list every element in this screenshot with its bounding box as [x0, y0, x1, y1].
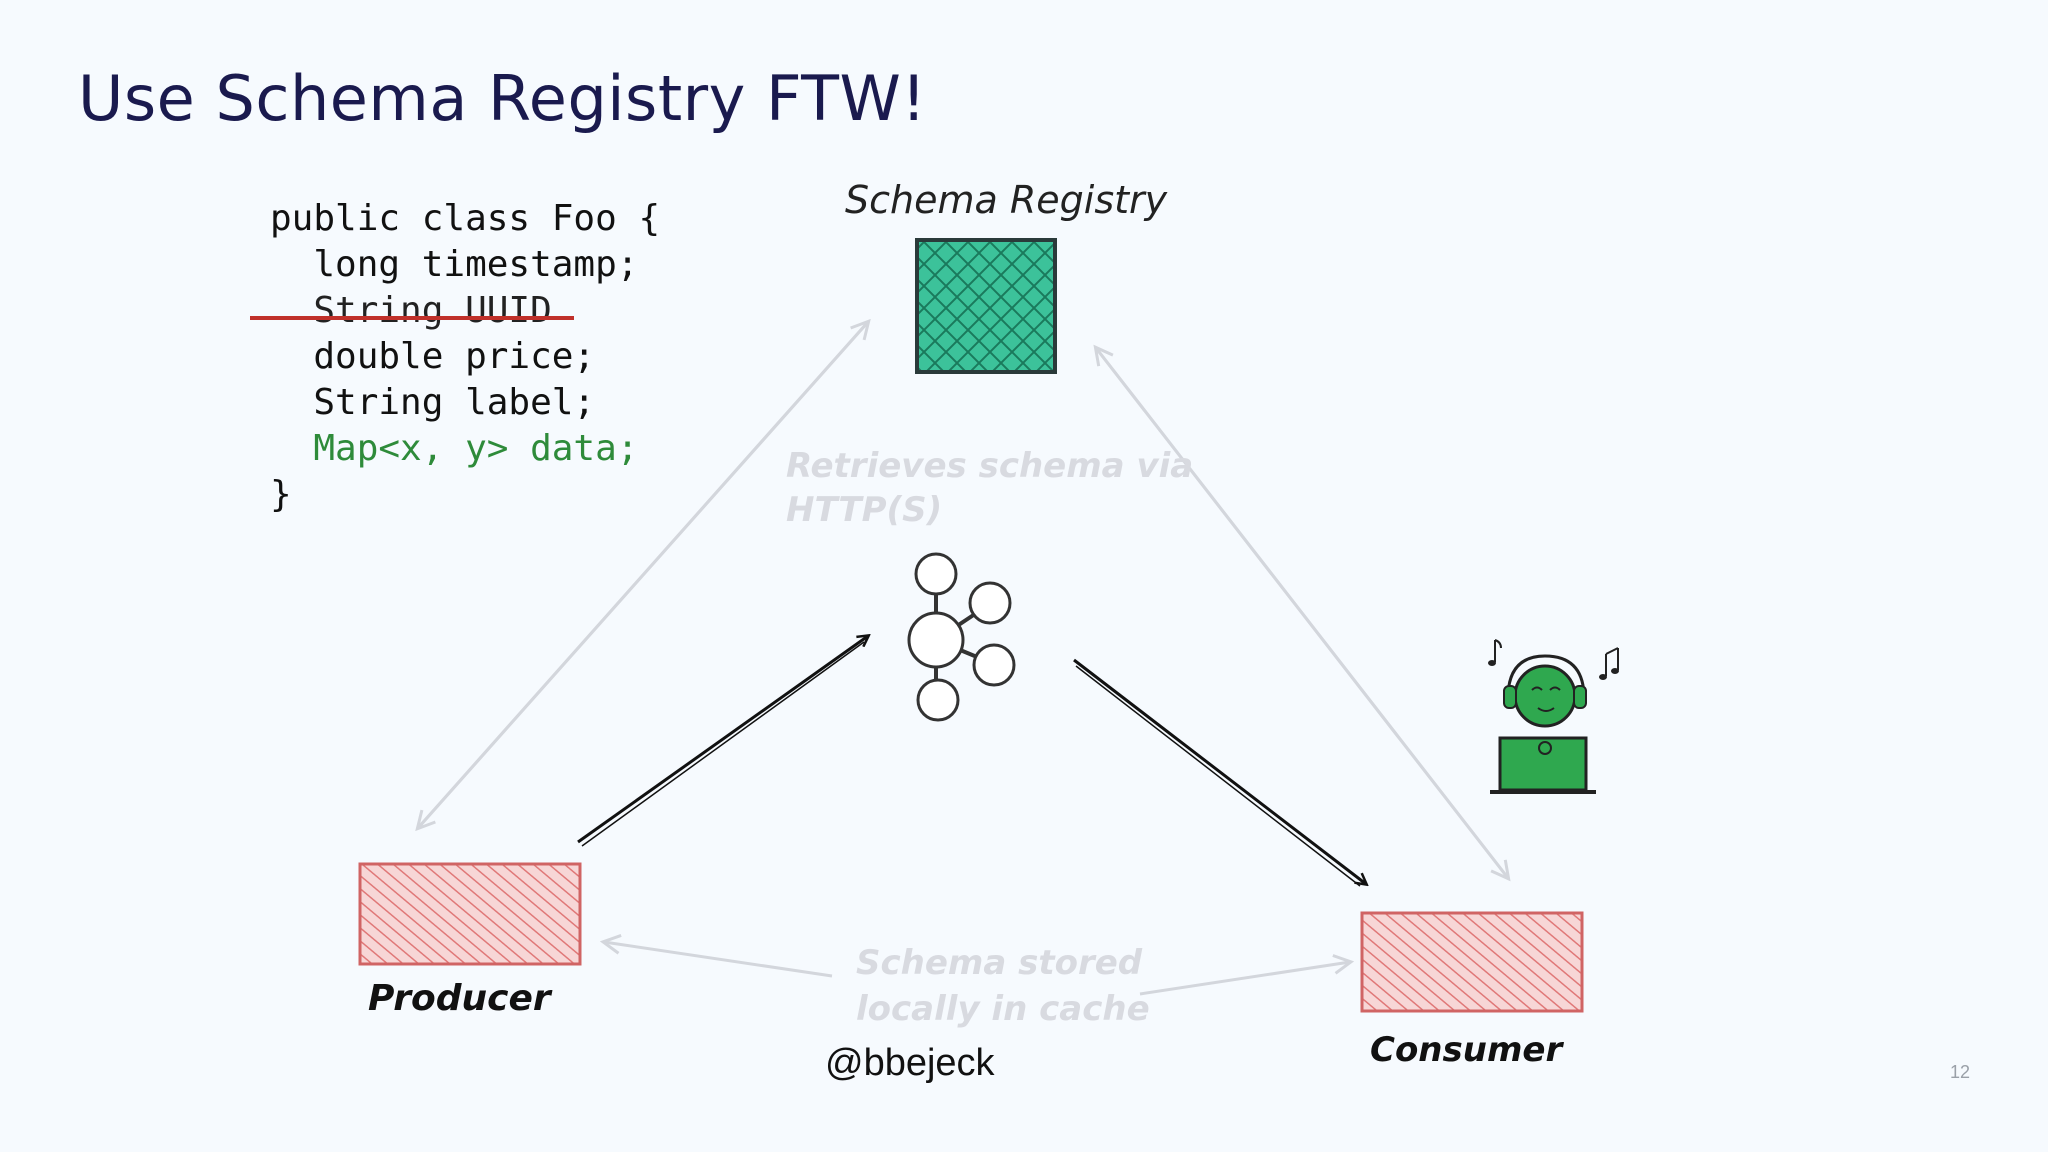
twitter-handle: @bbejeck: [825, 1042, 995, 1084]
listening-mascot-icon: [1488, 639, 1619, 794]
producer-label: Producer: [368, 978, 551, 1019]
consumer-label: Consumer: [1370, 1030, 1563, 1070]
kafka-cluster-icon: [907, 552, 1016, 722]
code-line-removed: String UUID: [270, 288, 660, 334]
code-line: public class Foo {: [270, 198, 661, 239]
consumer-box: [1360, 911, 1584, 1013]
schema-registry-box: [915, 238, 1057, 374]
arrow-producer-to-kafka: [577, 636, 868, 844]
code-line: }: [270, 474, 292, 515]
arrow-kafka-to-consumer-stroke: [1075, 665, 1361, 887]
arrow-cache-to-producer: [604, 942, 833, 978]
schema-registry-label: Schema Registry: [845, 178, 1168, 222]
arrow-kafka-to-consumer: [1073, 658, 1366, 884]
page-number: 12: [1950, 1062, 1971, 1082]
producer-box: [358, 862, 582, 966]
retrieves-schema-note: Retrieves schema via HTTP(S): [786, 446, 1194, 530]
schema-cache-note: Schema stored locally in cache: [856, 943, 1150, 1029]
arrow-producer-to-registry: [416, 322, 868, 829]
slide-title: Use Schema Registry FTW!: [78, 62, 927, 135]
code-line: String label;: [270, 382, 596, 423]
removed-field: String UUID: [270, 290, 552, 331]
arrow-producer-to-kafka-stroke: [581, 641, 865, 847]
schema-registry-rect: [915, 238, 1057, 374]
arrow-consumer-to-registry: [1096, 348, 1510, 879]
code-line-added: Map<x, y> data;: [270, 428, 639, 469]
code-block: public class Foo { long timestamp; Strin…: [270, 196, 660, 518]
code-line: long timestamp;: [270, 244, 639, 285]
code-line: double price;: [270, 336, 596, 377]
arrow-cache-to-consumer: [1139, 962, 1350, 996]
